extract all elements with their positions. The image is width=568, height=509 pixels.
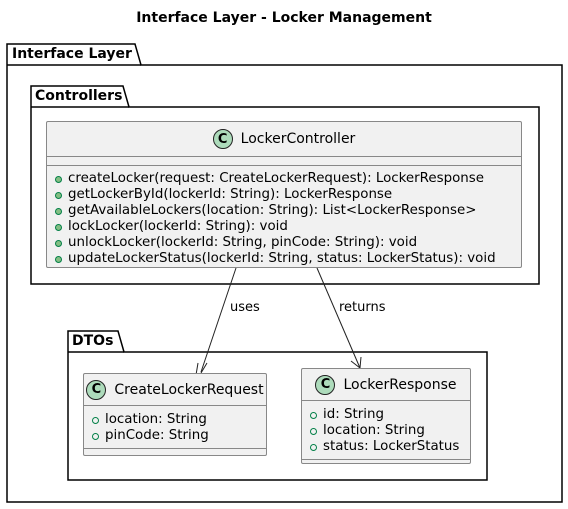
edge-returns-label: returns bbox=[339, 300, 386, 315]
class-c-icon: C bbox=[315, 374, 336, 395]
public-icon bbox=[55, 255, 62, 263]
method-item: createLocker(request: CreateLockerReques… bbox=[55, 171, 521, 187]
package-controllers-frame bbox=[30, 85, 540, 285]
package-interface-layer-frame bbox=[6, 43, 563, 503]
public-icon bbox=[55, 191, 62, 199]
class-locker-controller[interactable]: C LockerController createLocker(request:… bbox=[46, 121, 522, 268]
class-name: CreateLockerRequest bbox=[114, 381, 264, 398]
public-icon bbox=[92, 416, 99, 424]
class-c-icon: C bbox=[86, 379, 107, 400]
class-header: C LockerController bbox=[47, 122, 521, 157]
edge-uses-label: uses bbox=[230, 300, 260, 315]
method-item: updateLockerStatus(lockerId: String, sta… bbox=[55, 251, 521, 267]
package-dtos-frame bbox=[67, 330, 488, 481]
field-item: status: LockerStatus bbox=[310, 439, 470, 455]
class-c-icon: C bbox=[212, 129, 233, 149]
method-item: lockLocker(lockerId: String): void bbox=[55, 219, 521, 235]
class-header: C LockerResponse bbox=[302, 369, 470, 401]
fields-compartment bbox=[47, 157, 521, 166]
method-item: unlockLocker(lockerId: String, pinCode: … bbox=[55, 235, 521, 251]
field-item: location: String bbox=[310, 423, 470, 439]
fields-compartment: id: String location: String status: Lock… bbox=[302, 401, 470, 460]
diagram-title: Interface Layer - Locker Management bbox=[136, 10, 432, 26]
fields-compartment: location: String pinCode: String bbox=[84, 406, 266, 449]
public-icon bbox=[55, 175, 62, 183]
class-name: LockerController bbox=[240, 131, 356, 147]
method-item: getLockerById(lockerId: String): LockerR… bbox=[55, 187, 521, 203]
method-item: getAvailableLockers(location: String): L… bbox=[55, 203, 521, 219]
public-icon bbox=[55, 223, 62, 231]
public-icon bbox=[310, 443, 317, 451]
public-icon bbox=[55, 207, 62, 215]
package-interface-layer-label: Interface Layer bbox=[12, 46, 132, 62]
field-item: pinCode: String bbox=[92, 428, 266, 444]
class-locker-response[interactable]: C LockerResponse id: String location: St… bbox=[301, 368, 471, 464]
public-icon bbox=[92, 432, 99, 440]
edge-returns-arrow bbox=[316, 267, 362, 369]
methods-compartment: createLocker(request: CreateLockerReques… bbox=[47, 166, 521, 267]
public-icon bbox=[310, 427, 317, 435]
class-name: LockerResponse bbox=[343, 376, 457, 393]
class-create-locker-request[interactable]: C CreateLockerRequest location: String p… bbox=[83, 373, 267, 456]
public-icon bbox=[310, 411, 317, 419]
package-dtos-label: DTOs bbox=[72, 333, 114, 349]
package-controllers-label: Controllers bbox=[35, 88, 123, 104]
class-header: C CreateLockerRequest bbox=[84, 374, 266, 406]
field-item: id: String bbox=[310, 407, 470, 423]
field-item: location: String bbox=[92, 412, 266, 428]
public-icon bbox=[55, 239, 62, 247]
